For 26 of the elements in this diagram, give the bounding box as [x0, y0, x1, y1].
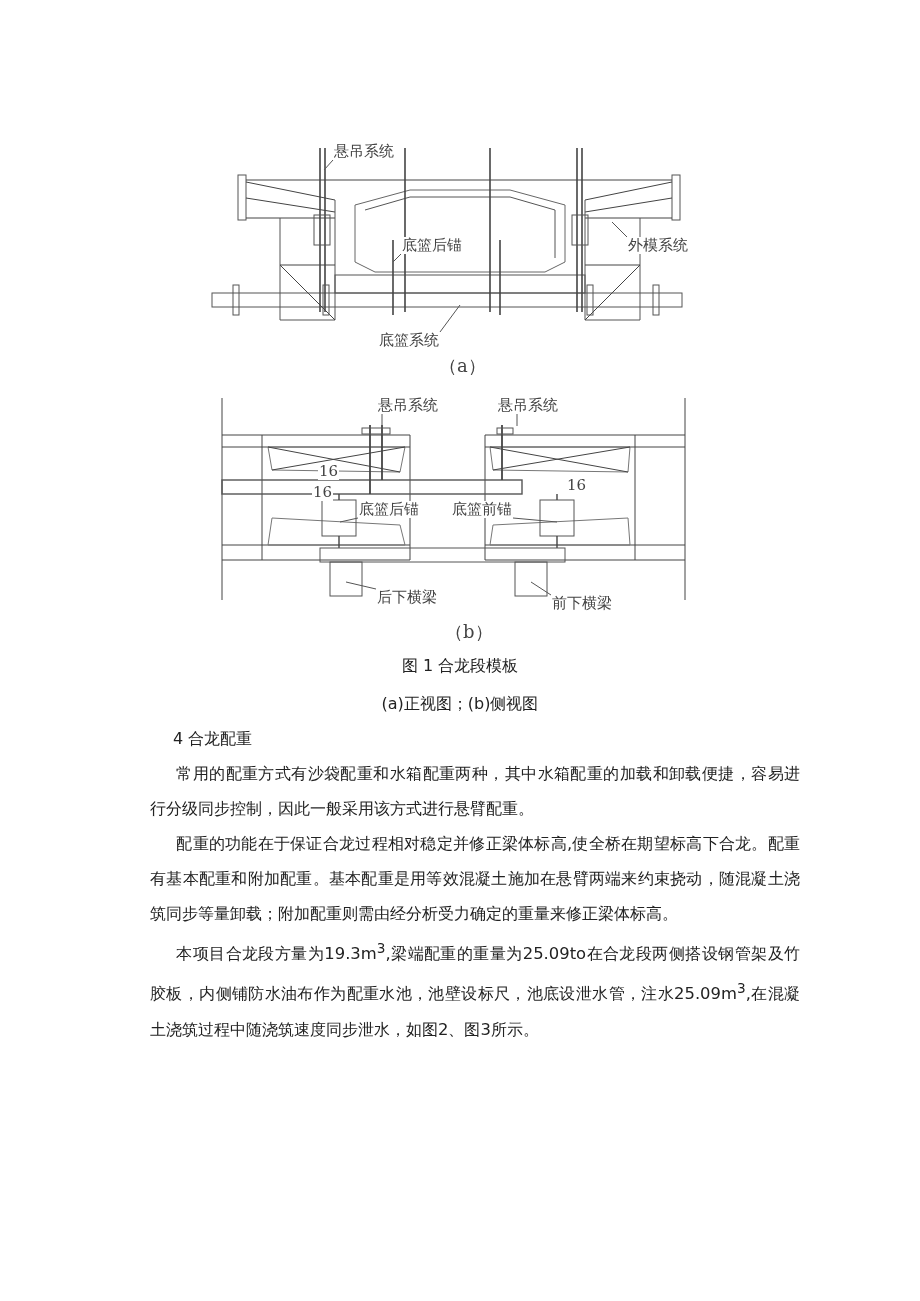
callout-label: 后下横梁: [376, 589, 438, 606]
leader-line: [512, 517, 558, 523]
body-paragraph: 常用的配重方式有沙袋配重和水箱配重两种，其中水箱配重的加载和卸载便捷，容易进行分级同步控制，因此一般采用该方式进行悬臂配重。: [150, 763, 800, 820]
figure-subcaption: (a)正视图；(b)侧视图: [381, 694, 539, 713]
callout-label: 外模系统: [627, 237, 689, 254]
leader-line: [611, 221, 628, 238]
figure-caption: 图 1 合龙段模板: [401, 656, 519, 675]
callout-label: 前下横梁: [551, 595, 613, 612]
body-paragraph: 本项目合龙段方量为19.3m$^{3}$,梁端配重的重量为25.09to在合龙段两侧搭设钢管架及竹胶板，内侧铺防水油布作为配重水池，池壁设标尺，池底设泄水管，注水25.09m$^{3}$,在混凝土浇筑过程中随浇筑速度同步泄水，如图2、图3所示。: [150, 939, 800, 1041]
callout-label: 底篮前锚: [451, 501, 513, 518]
leader-line: [323, 159, 334, 171]
callout-label: 底篮后锚: [401, 237, 463, 254]
callout-label: 悬吊系统: [377, 397, 439, 414]
member-number: 16: [312, 484, 334, 501]
leader-line: [339, 517, 359, 523]
callout-label: 底篮系统: [378, 332, 440, 349]
callout-label: 悬吊系统: [333, 143, 395, 160]
callout-label: 底篮后锚: [358, 501, 420, 518]
leader-line: [530, 581, 552, 596]
leader-line: [345, 581, 377, 590]
member-number: 16: [318, 463, 340, 480]
body-paragraph: 配重的功能在于保证合龙过程相对稳定并修正梁体标高,使全桥在期望标高下合龙。配重有基本配重和附加配重。基本配重是用等效混凝土施加在悬臂两端来约束挠动，随混凝土浇筑同步等量卸载；附加配重则需由经分析受力确定的重量来修正梁体标高。: [150, 833, 800, 925]
leader-line: [439, 304, 461, 333]
section-heading: 4 合龙配重: [173, 729, 253, 750]
callout-label: 悬吊系统: [497, 397, 559, 414]
leader-line: [516, 413, 518, 427]
